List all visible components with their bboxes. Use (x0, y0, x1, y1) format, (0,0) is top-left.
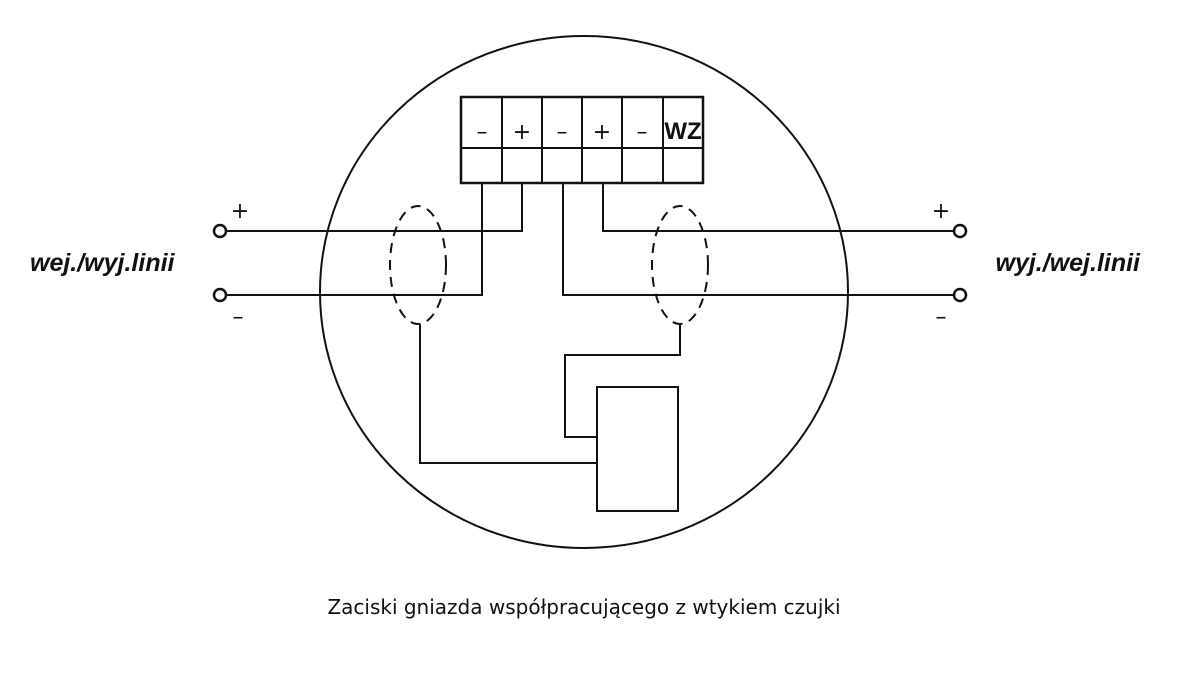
terminal-block: – + – + – WZ (459, 95, 705, 185)
terminal-5-label: – (637, 120, 648, 145)
right-line-label: wyj./wej.linii (996, 249, 1142, 277)
terminal-left-plus (212, 223, 228, 239)
right-minus-sign: – (936, 305, 947, 330)
caption: Zaciski gniazda współpracującego z wtyki… (327, 595, 840, 619)
socket-outline (319, 35, 849, 549)
terminal-2-label: + (513, 120, 531, 145)
terminal-right-plus (952, 223, 968, 239)
component-box (596, 386, 679, 512)
terminal-4-label: + (593, 120, 611, 145)
wires (226, 183, 954, 464)
terminal-1-label: – (477, 120, 488, 145)
left-minus-sign: – (233, 305, 244, 330)
shield-loop-right (651, 205, 709, 325)
terminal-right-minus (952, 287, 968, 303)
terminal-3-label: – (557, 120, 568, 145)
terminal-wz-label: WZ (664, 118, 701, 145)
left-plus-sign: + (231, 199, 249, 224)
shield-loop-left (389, 205, 447, 325)
left-line-label: wej./wyj.linii (30, 249, 176, 277)
terminal-left-minus (212, 287, 228, 303)
right-plus-sign: + (932, 199, 950, 224)
